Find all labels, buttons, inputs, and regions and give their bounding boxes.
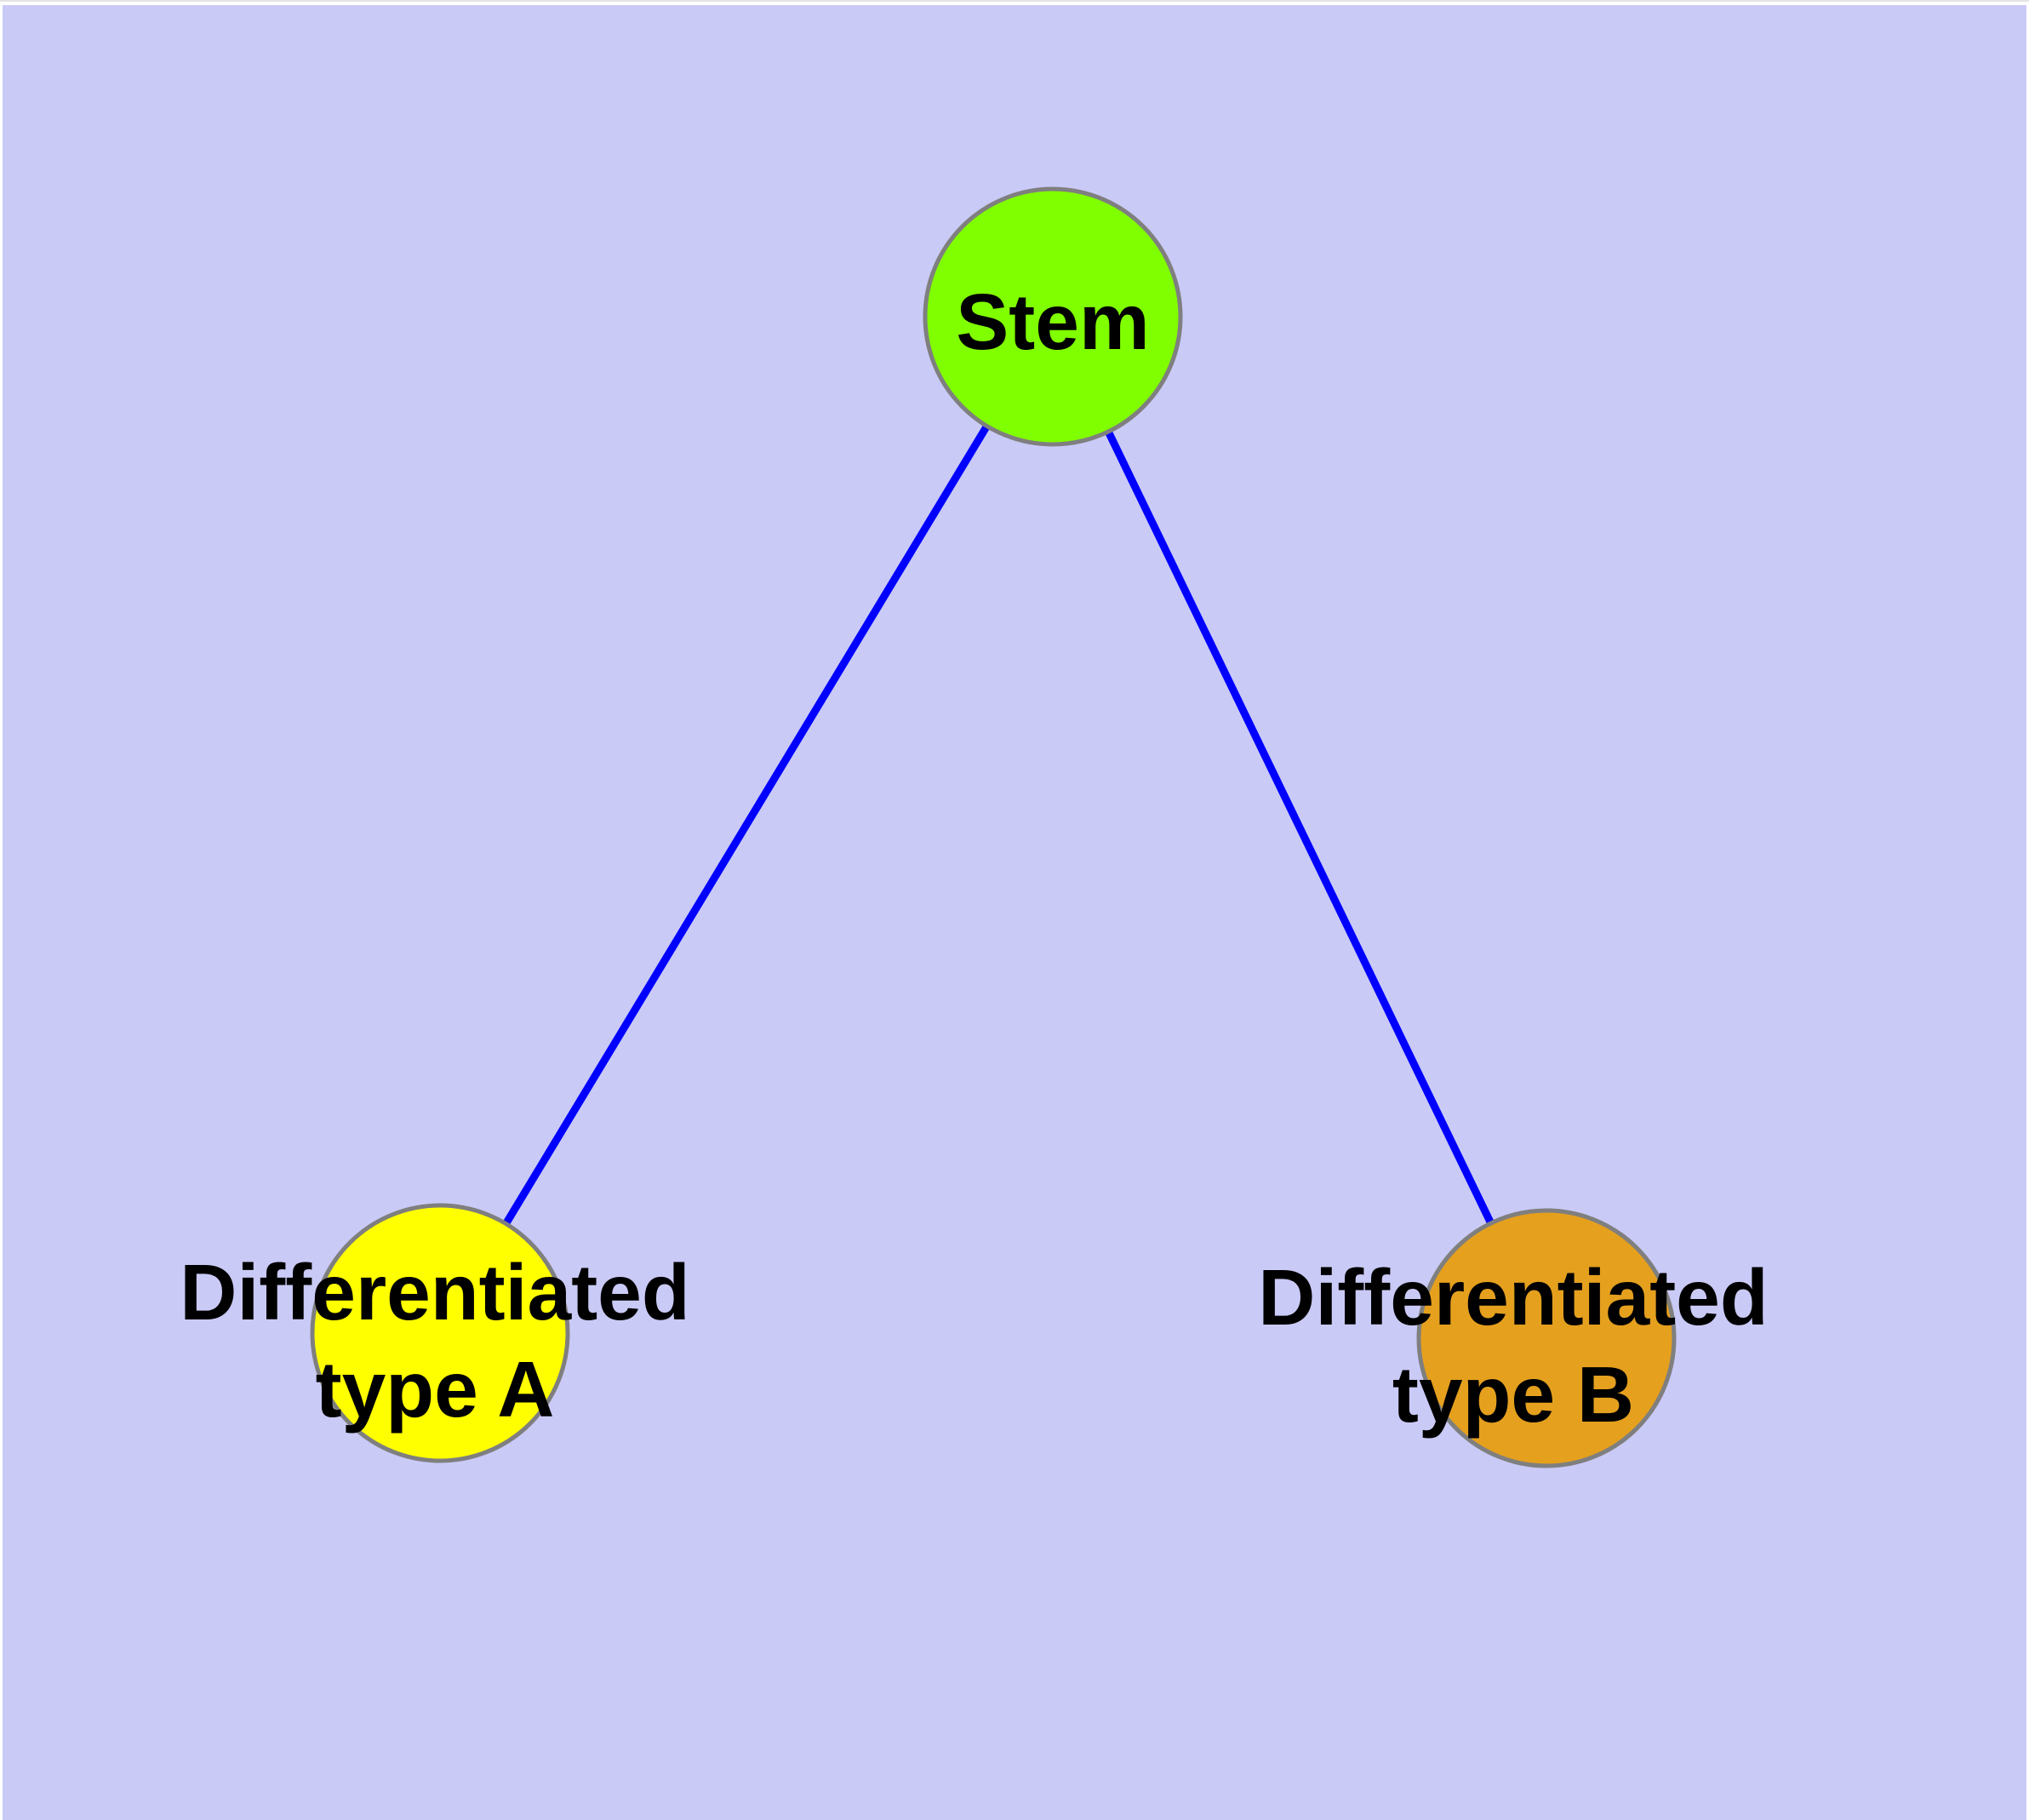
node-stem	[923, 186, 1183, 447]
node-label-type-b-line1: Differentiated	[1258, 1253, 1768, 1342]
node-differentiated-type-a	[310, 1203, 570, 1463]
node-differentiated-type-b	[1416, 1208, 1677, 1468]
edge-stem-to-type-a	[437, 314, 1056, 1336]
figure-frame-top-line	[0, 0, 2029, 2]
node-label-type-a-line1: Differentiated	[180, 1248, 689, 1336]
node-label-type-a-line2: type A	[316, 1345, 555, 1434]
node-label-stem: Stem	[956, 278, 1149, 366]
edge-stem-to-type-b	[1049, 315, 1551, 1340]
node-label-type-b-line2: type B	[1392, 1350, 1634, 1439]
